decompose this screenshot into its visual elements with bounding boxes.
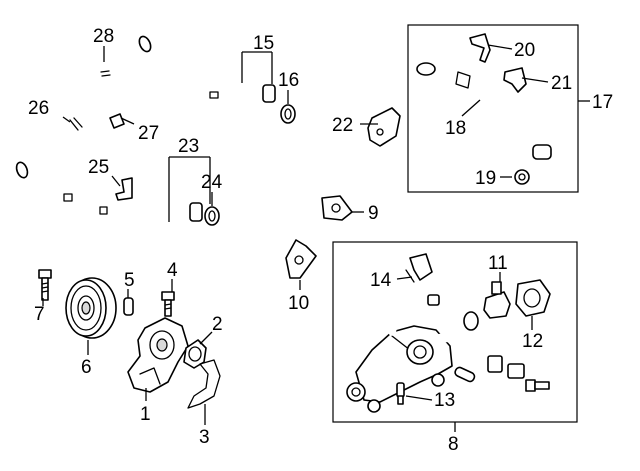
- callout-23: 23: [178, 136, 199, 157]
- callout-14: 14: [370, 270, 392, 291]
- fitting-14: [405, 253, 433, 283]
- callout-15: 15: [253, 33, 274, 54]
- callout-8: 8: [448, 434, 459, 455]
- nut-8a: [427, 294, 440, 306]
- callout-6: 6: [81, 357, 92, 378]
- callout-13: 13: [434, 390, 455, 411]
- callout-2: 2: [212, 314, 223, 335]
- gasket-10: [285, 239, 317, 279]
- bracket-8b: [487, 355, 503, 373]
- nut-8g: [367, 399, 381, 413]
- bracket-22: [367, 107, 401, 147]
- callout-9: 9: [368, 203, 379, 224]
- callout-22: 22: [332, 115, 353, 136]
- callout-16: 16: [278, 70, 299, 91]
- gasket-9: [321, 195, 353, 221]
- pipe-23: [15, 161, 205, 231]
- callout-26: 26: [28, 98, 49, 119]
- callout-24: 24: [201, 172, 223, 193]
- pipe-28: [100, 63, 111, 84]
- bracket-8d: [507, 363, 525, 379]
- pin-8c: [454, 366, 476, 383]
- o-ring-16: [280, 104, 296, 124]
- callout-25: 25: [88, 157, 109, 178]
- housing-8: [346, 296, 473, 403]
- o-ring-19: [514, 169, 530, 185]
- pipe-18: [416, 62, 553, 160]
- pipe-15: [138, 35, 276, 103]
- pulley-6: [65, 277, 117, 339]
- hose-26: [45, 117, 83, 155]
- bracket-21: [503, 67, 527, 93]
- callout-12: 12: [522, 331, 543, 352]
- bracket-25: [115, 177, 133, 201]
- gasket-2: [183, 339, 207, 369]
- callout-3: 3: [199, 427, 210, 448]
- pin-5: [123, 297, 134, 316]
- callout-27: 27: [138, 123, 159, 144]
- callout-21: 21: [551, 73, 572, 94]
- callout-1: 1: [140, 404, 151, 425]
- group-box-17: [407, 24, 579, 193]
- callout-19: 19: [475, 168, 496, 189]
- water-pump-1: [127, 317, 189, 393]
- housing-12: [515, 279, 551, 317]
- o-ring-8a: [463, 311, 479, 331]
- bolt-4: [161, 291, 175, 317]
- o-ring-24: [204, 206, 220, 226]
- callout-4: 4: [167, 260, 178, 281]
- sensor-13: [396, 382, 405, 405]
- bracket-20: [469, 33, 491, 63]
- callout-17: 17: [592, 92, 613, 113]
- callout-7: 7: [34, 304, 45, 325]
- thermostat-11: [483, 281, 511, 319]
- pipe-27: [92, 87, 136, 129]
- callout-11: 11: [488, 253, 508, 274]
- bolt-7: [38, 269, 52, 301]
- callout-5: 5: [124, 270, 135, 291]
- callout-18: 18: [445, 118, 466, 139]
- nut-8f: [431, 373, 445, 387]
- leader-lines: [42, 44, 590, 432]
- callout-28: 28: [93, 26, 114, 47]
- bolt-8e: [525, 379, 550, 392]
- callout-20: 20: [514, 40, 535, 61]
- callout-10: 10: [288, 293, 309, 314]
- bracket-3: [187, 359, 221, 409]
